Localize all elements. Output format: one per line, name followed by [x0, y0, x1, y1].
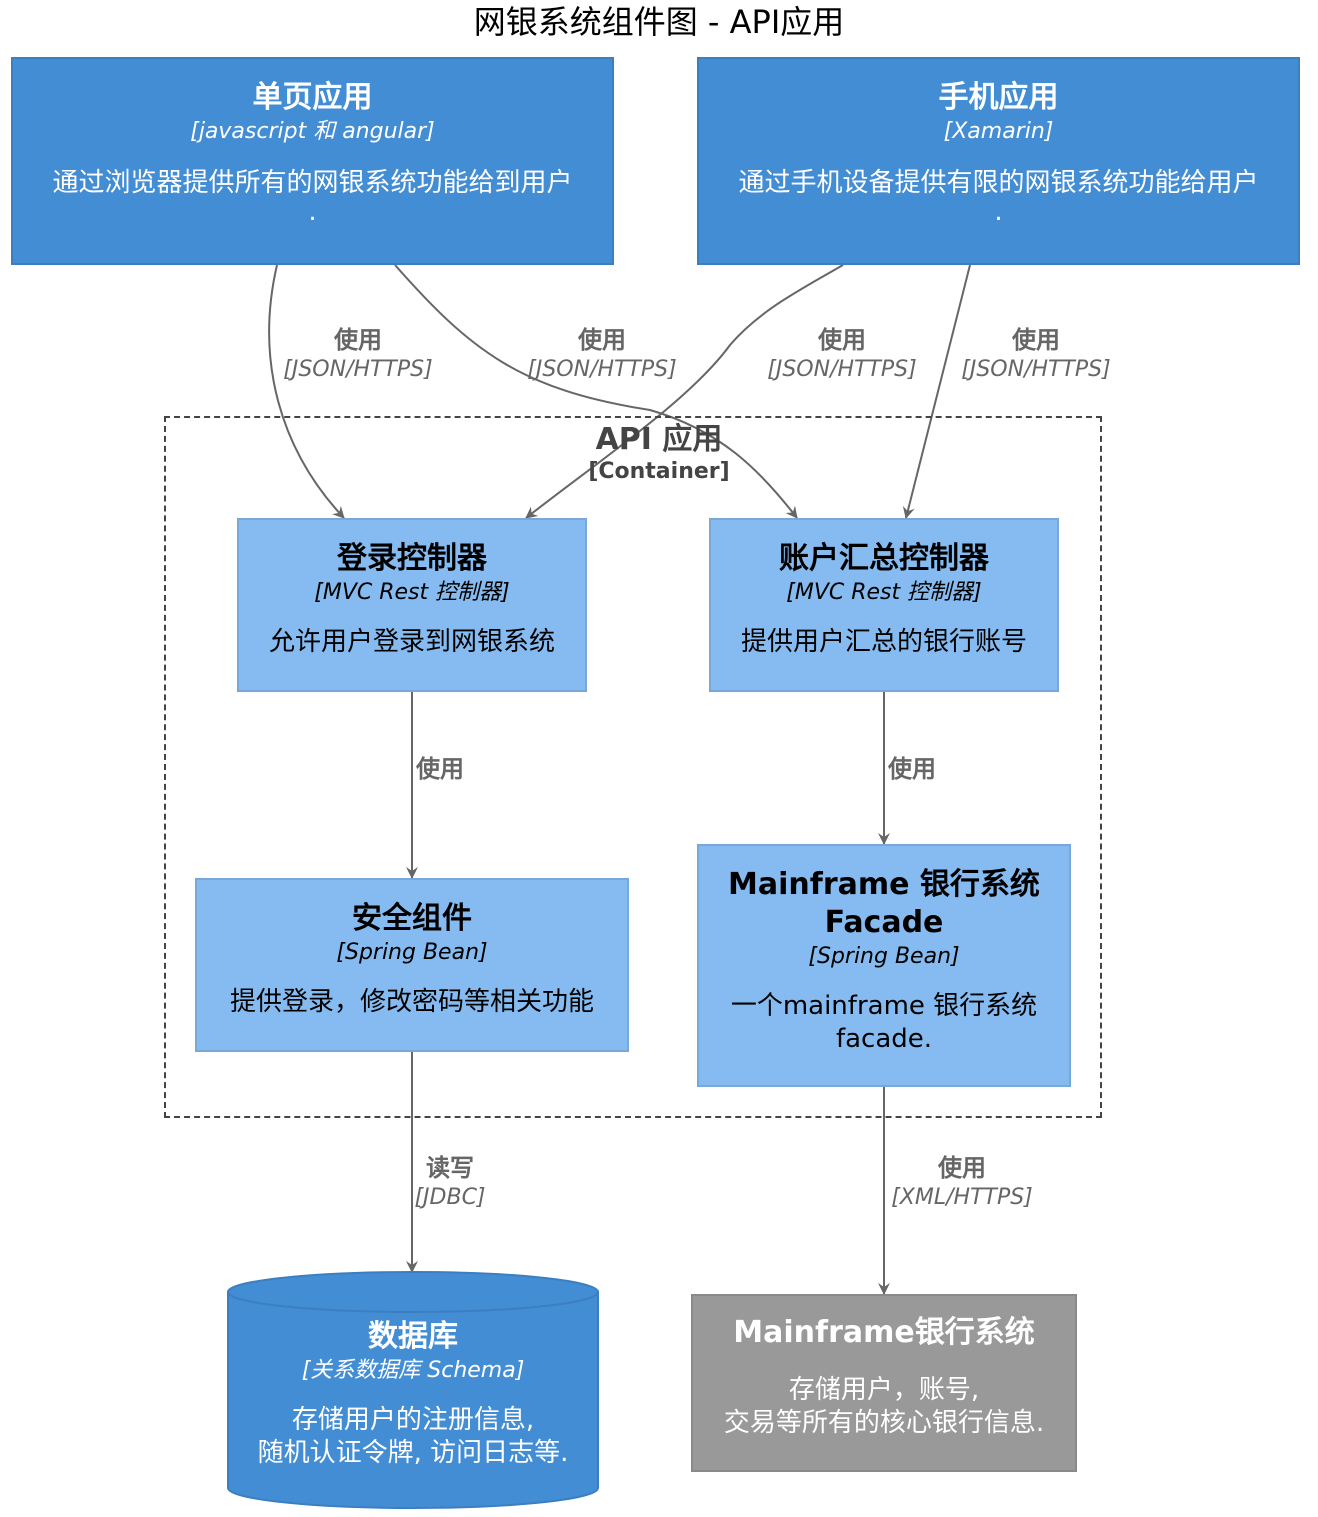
rel-tech: [JSON/HTTPS]	[527, 357, 677, 382]
login-tech: [MVC Rest 控制器]	[314, 580, 510, 605]
arrow-mobile-login	[525, 264, 844, 519]
arrow-spa-login	[268, 264, 345, 519]
rel-label: 使用	[938, 1154, 986, 1182]
arrow-mobile-accounts	[902, 264, 971, 519]
security-desc: 提供登录，修改密码等相关功能	[229, 987, 594, 1017]
mainframe-name: Mainframe银行系统	[733, 1315, 1035, 1350]
spa-name: 单页应用	[252, 80, 373, 115]
rel-label: 使用	[334, 326, 382, 354]
rel-label: 读写	[426, 1154, 474, 1182]
accounts-name: 账户汇总控制器	[779, 541, 989, 576]
rel-login-security: 使用	[330, 754, 550, 784]
rel-mobile-accounts: 使用 [JSON/HTTPS]	[926, 325, 1146, 385]
rel-tech: [JDBC]	[414, 1185, 486, 1210]
mobile-desc: 通过手机设备提供有限的网银系统功能给用户	[738, 168, 1259, 198]
rel-label: 使用	[1012, 326, 1060, 354]
spa-desc-dot: .	[308, 197, 317, 227]
api-app-boundary	[164, 416, 1102, 1118]
mobile-tech: [Xamarin]	[943, 119, 1054, 144]
rel-spa-accounts: 使用 [JSON/HTTPS]	[492, 325, 712, 385]
mainframe-desc-2: 交易等所有的核心银行信息.	[723, 1408, 1045, 1438]
rel-label: 使用	[578, 326, 626, 354]
spa-box: 单页应用 [javascript 和 angular] 通过浏览器提供所有的网银…	[11, 57, 614, 265]
rel-accounts-facade: 使用	[802, 754, 1022, 784]
database-desc: 存储用户的注册信息,	[291, 1405, 535, 1435]
facade-box: Mainframe 银行系统 Facade [Spring Bean] 一个ma…	[697, 844, 1071, 1087]
database-cylinder: 数据库 [关系数据库 Schema] 存储用户的注册信息, 随机认证令牌, 访问…	[226, 1270, 600, 1510]
database-tech: [关系数据库 Schema]	[301, 1358, 525, 1383]
rel-label: 使用	[818, 326, 866, 354]
rel-tech: [XML/HTTPS]	[891, 1185, 1033, 1210]
login-controller-box: 登录控制器 [MVC Rest 控制器] 允许用户登录到网银系统	[237, 518, 587, 692]
facade-name-2: Facade	[824, 905, 944, 940]
diagram-title: 网银系统组件图 - API应用	[473, 3, 845, 41]
accounts-desc: 提供用户汇总的银行账号	[740, 627, 1027, 657]
mainframe-system-box: Mainframe银行系统 存储用户，账号, 交易等所有的核心银行信息.	[691, 1294, 1077, 1472]
mobile-box: 手机应用 [Xamarin] 通过手机设备提供有限的网银系统功能给用户 .	[697, 57, 1300, 265]
database-desc-2: 随机认证令牌, 访问日志等.	[257, 1438, 569, 1468]
rel-spa-login: 使用 [JSON/HTTPS]	[248, 325, 468, 385]
mobile-name: 手机应用	[938, 80, 1059, 115]
rel-mobile-login: 使用 [JSON/HTTPS]	[732, 325, 952, 385]
security-name: 安全组件	[352, 901, 472, 936]
mobile-desc-dot: .	[994, 197, 1003, 227]
security-tech: [Spring Bean]	[336, 940, 488, 965]
login-desc: 允许用户登录到网银系统	[268, 627, 555, 657]
mainframe-desc: 存储用户，账号,	[788, 1375, 980, 1405]
database-name: 数据库	[368, 1319, 458, 1354]
rel-security-db: 读写 [JDBC]	[340, 1153, 560, 1213]
rel-facade-mainframe: 使用 [XML/HTTPS]	[852, 1153, 1072, 1213]
rel-tech: [JSON/HTTPS]	[283, 357, 433, 382]
spa-desc: 通过浏览器提供所有的网银系统功能给到用户	[52, 168, 573, 198]
rel-label: 使用	[888, 755, 936, 783]
security-component-box: 安全组件 [Spring Bean] 提供登录，修改密码等相关功能	[195, 878, 629, 1052]
facade-name: Mainframe 银行系统	[728, 867, 1040, 902]
rel-tech: [JSON/HTTPS]	[961, 357, 1111, 382]
facade-desc: 一个mainframe 银行系统	[730, 991, 1038, 1021]
boundary-tech: [Container]	[588, 459, 730, 484]
facade-desc-2: facade.	[835, 1024, 933, 1054]
rel-tech: [JSON/HTTPS]	[767, 357, 917, 382]
facade-tech: [Spring Bean]	[808, 944, 960, 969]
accounts-controller-box: 账户汇总控制器 [MVC Rest 控制器] 提供用户汇总的银行账号	[709, 518, 1059, 692]
boundary-name: API 应用	[595, 422, 723, 457]
database-icon	[227, 1271, 599, 1509]
accounts-tech: [MVC Rest 控制器]	[786, 580, 982, 605]
rel-label: 使用	[416, 755, 464, 783]
login-name: 登录控制器	[337, 541, 487, 576]
arrow-spa-accounts	[394, 264, 798, 519]
spa-tech: [javascript 和 angular]	[190, 119, 435, 144]
